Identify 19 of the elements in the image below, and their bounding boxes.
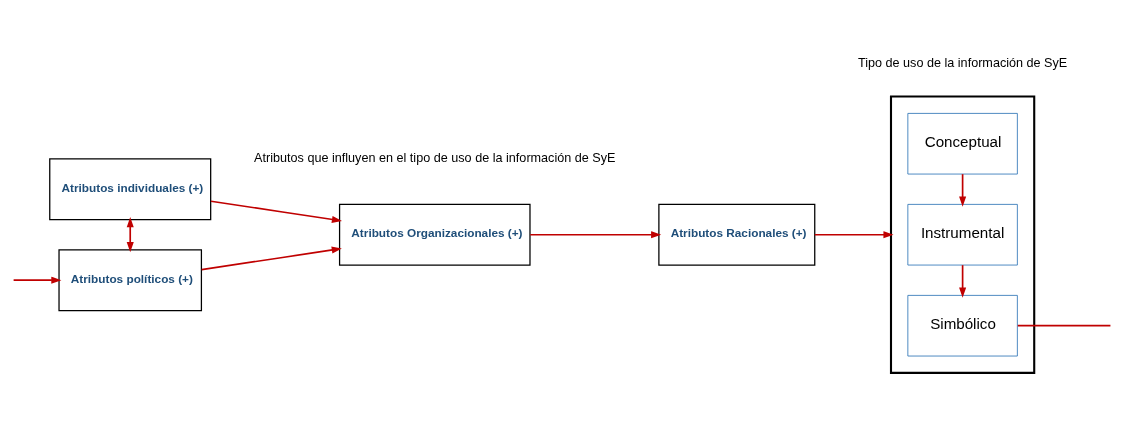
arrow <box>813 230 894 238</box>
connector <box>1016 324 1112 327</box>
label: Tipo de uso de la información de SyE <box>857 55 1068 70</box>
arrow <box>959 172 967 207</box>
node-box: Atributos individuales (+) <box>49 157 212 220</box>
arrow <box>200 246 342 270</box>
node-box: Simbólico <box>907 294 1018 356</box>
arrow <box>12 276 62 284</box>
arrow <box>959 263 967 298</box>
node-box: Atributos Organizacionales (+) <box>338 203 531 266</box>
node-box: Conceptual <box>907 112 1018 174</box>
cluster <box>889 95 1036 374</box>
node-box: Atributos políticos (+) <box>58 248 203 311</box>
arrow <box>126 216 134 252</box>
label: Atributos que influyen en el tipo de uso de la información de SyE <box>254 150 616 165</box>
node-box: Instrumental <box>907 203 1018 265</box>
node-box: Atributos Racionales (+) <box>658 203 816 266</box>
arrow <box>529 230 662 238</box>
arrow <box>210 199 343 223</box>
